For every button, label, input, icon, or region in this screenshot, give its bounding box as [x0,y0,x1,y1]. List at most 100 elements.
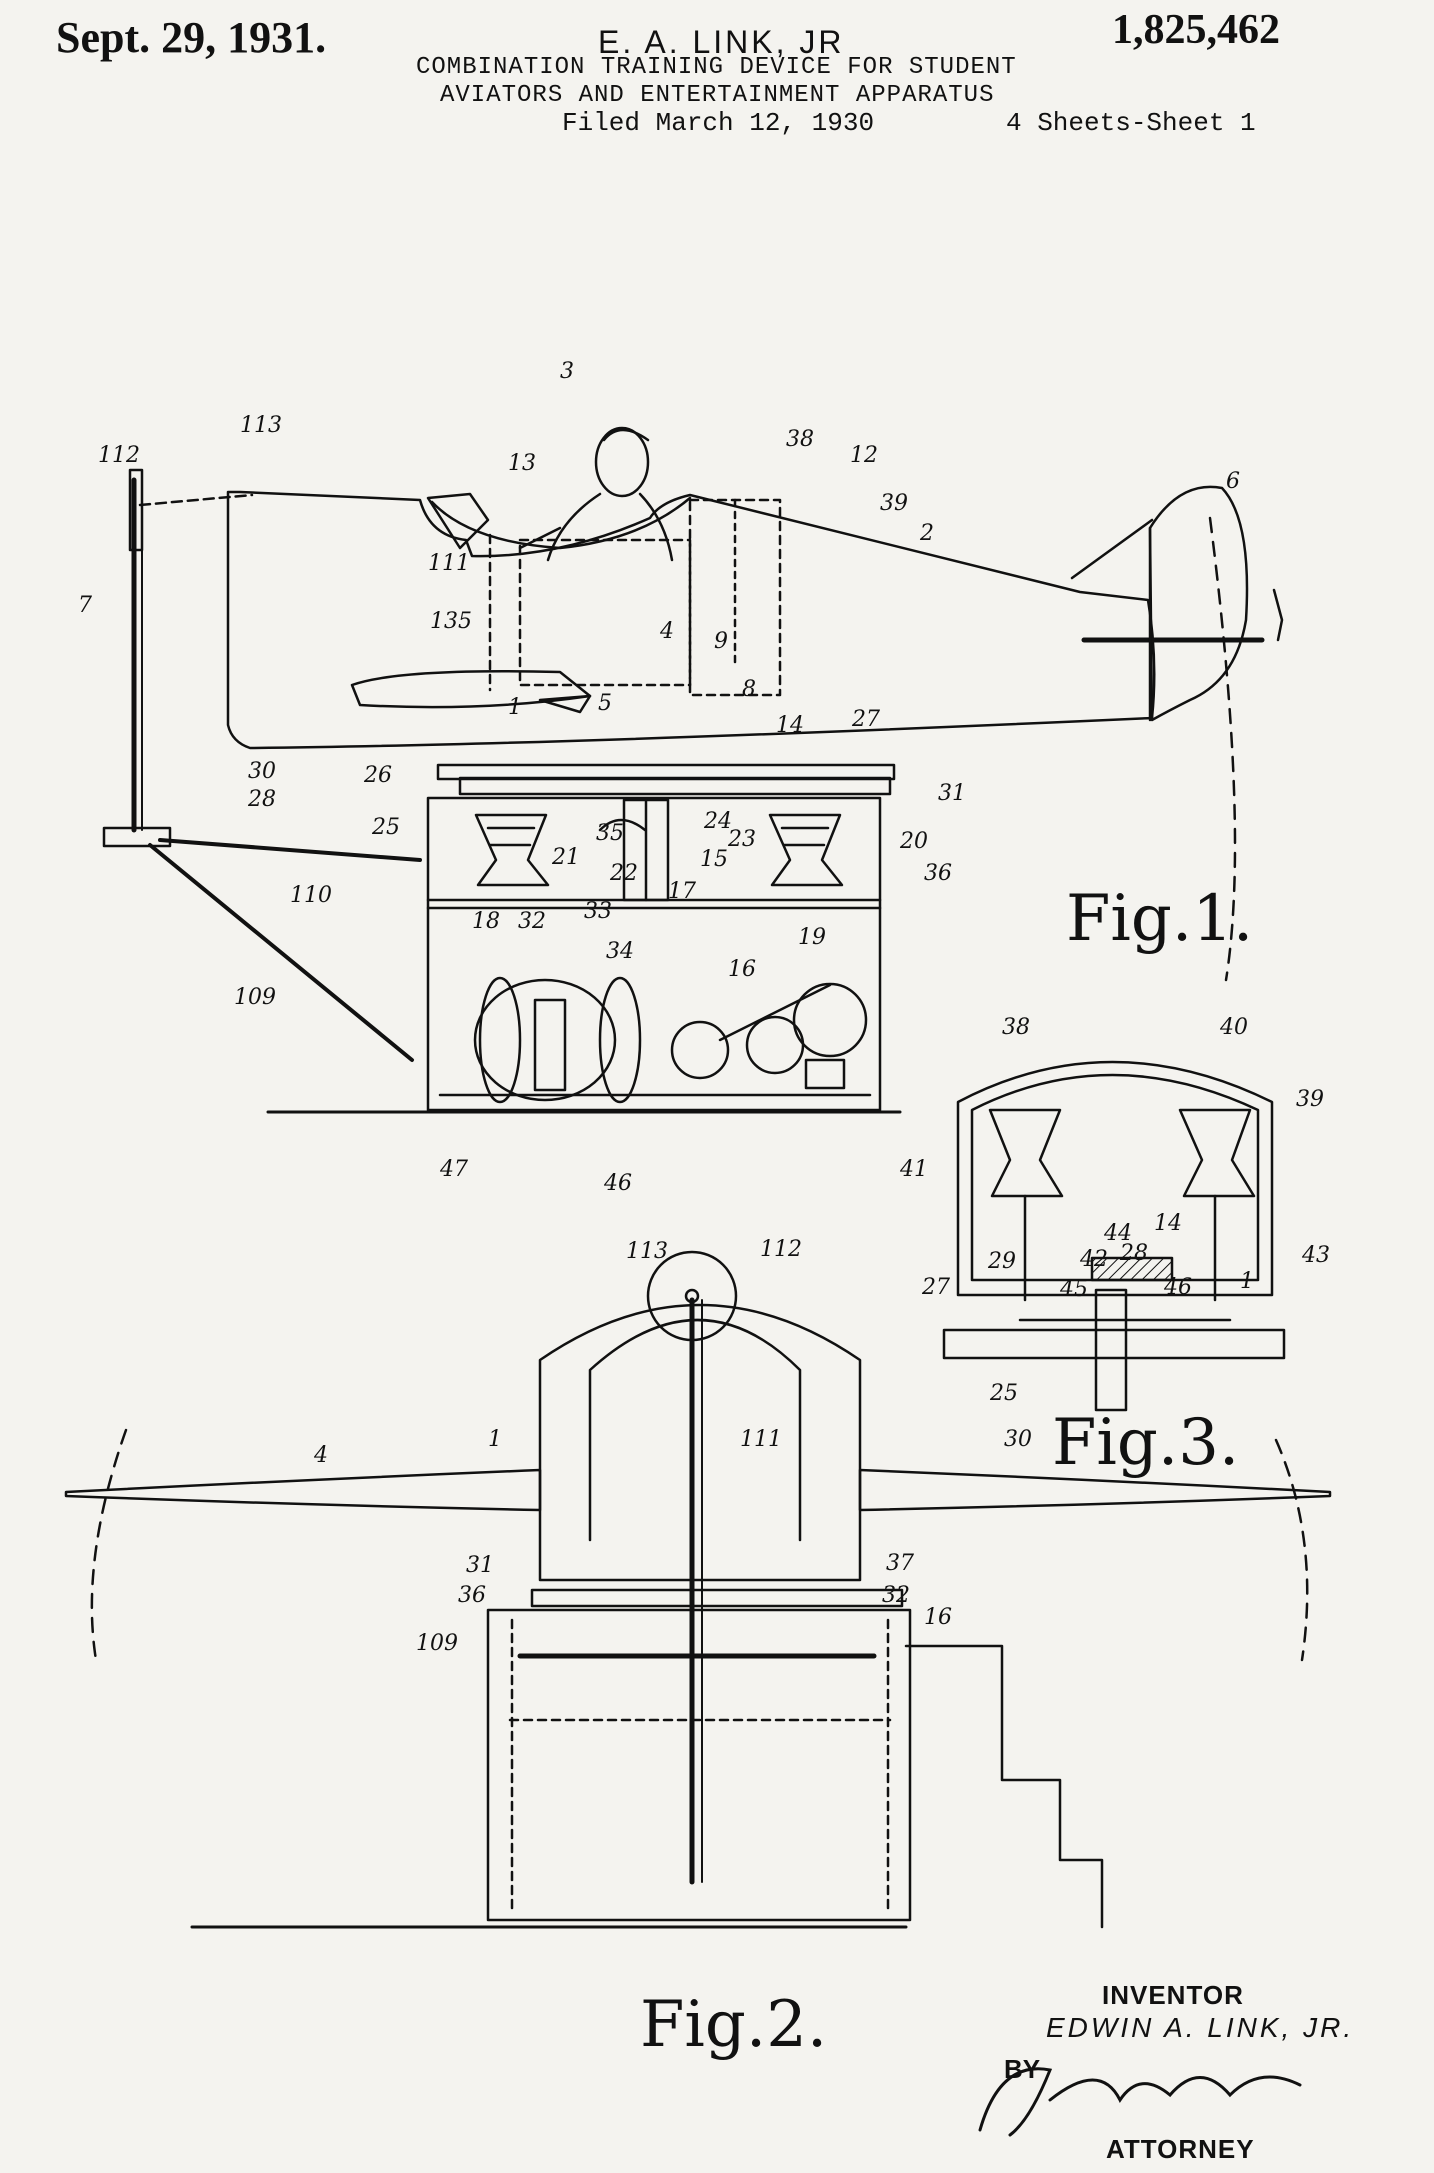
reference-numeral-fig1-32: 32 [518,909,546,934]
wing-left [64,1468,542,1512]
title-line-1: COMBINATION TRAINING DEVICE FOR STUDENT [416,54,1017,81]
fuselage-section [956,1060,1274,1297]
bar-14 [1090,1256,1174,1282]
pole-base [102,826,172,848]
reference-numeral-fig1-2: 2 [919,521,934,546]
reference-numeral-fig3-39: 39 [1296,1087,1324,1112]
reference-numeral-fig3-28: 28 [1119,1241,1148,1266]
reference-numeral-fig1-112: 112 [98,443,140,468]
inventor-name: EDWIN A. LINK, JR. [1046,2012,1355,2043]
reference-numeral-fig1-26: 26 [363,763,392,788]
reference-numeral-fig1-36: 36 [924,861,952,886]
reference-numeral-fig1-17: 17 [668,879,696,904]
pilot-figure [518,426,674,562]
reference-numeral-fig2-1: 1 [488,1427,502,1452]
reference-numeral-fig1-34: 34 [606,939,634,964]
reference-numeral-fig2-111: 111 [740,1427,782,1452]
reference-numeral-fig2-31: 31 [466,1553,494,1578]
reference-numeral-fig3-41: 41 [899,1157,928,1182]
reference-numeral-fig3-38: 38 [1002,1015,1030,1040]
reference-numeral-fig1-27: 27 [851,707,880,732]
strut-109 [148,843,414,1062]
reference-numeral-fig3-14: 14 [1154,1211,1182,1236]
title-line-2: AVIATORS AND ENTERTAINMENT APPARATUS [440,82,995,109]
figure-3-section [942,1060,1286,1412]
reference-numeral-fig1-8: 8 [742,677,756,702]
platform-front [530,1588,904,1608]
reference-numeral-fig2-37: 37 [886,1551,914,1576]
reference-numeral-fig1-19: 19 [798,925,826,950]
base-cabinet [426,796,882,1112]
inventor-label: INVENTOR [1102,1980,1244,2010]
reference-numeral-fig1-31: 31 [938,781,966,806]
reference-numeral-fig1-1: 1 [508,695,522,720]
reference-numeral-fig1-12: 12 [850,443,878,468]
reference-numeral-fig1-6: 6 [1226,469,1240,494]
reference-numeral-fig1-33: 33 [584,899,612,924]
reference-numeral-fig1-18: 18 [472,909,500,934]
reference-numeral-fig1-110: 110 [290,883,332,908]
reference-numeral-fig1-13: 13 [508,451,536,476]
reference-numeral-fig3-46: 46 [1163,1275,1192,1300]
patent-number: 1,825,462 [1112,7,1280,53]
reference-numeral-fig1-25: 25 [371,815,400,840]
reference-numeral-fig1-35: 35 [596,821,624,846]
motor-assembly [438,976,872,1104]
patent-date: Sept. 29, 1931. [56,13,327,62]
reference-numeral-fig1-24: 24 [703,809,732,834]
wing-right [858,1468,1332,1512]
reference-numeral-fig1-14: 14 [776,713,804,738]
bellows-40 [1178,1108,1256,1198]
motion-arc-fig1 [1208,516,1237,982]
rudder [1148,485,1249,722]
bellows-left [474,813,550,887]
reference-numeral-fig2-16: 16 [924,1605,952,1630]
reference-numeral-fig1-15: 15 [700,847,728,872]
reference-numeral-fig1-21: 21 [551,845,580,870]
reference-numeral-fig1-20: 20 [899,829,928,854]
reference-numeral-fig1-113: 113 [240,413,282,438]
reference-numeral-fig2-113: 113 [626,1239,668,1264]
motion-arc-right [1274,1438,1309,1662]
shaft-27 [1094,1288,1128,1412]
reference-numeral-fig2-36: 36 [458,1583,486,1608]
reference-numeral-fig1-30: 30 [248,759,276,784]
reference-numeral-fig1-4: 4 [659,619,674,644]
reference-numeral-fig1-28: 28 [247,787,276,812]
reference-numeral-fig1-5: 5 [598,691,612,716]
attorney-label: ATTORNEY [1106,2134,1255,2164]
base-25 [942,1328,1286,1360]
sheet-count: 4 Sheets-Sheet 1 [1006,108,1256,138]
reference-numeral-fig1-111: 111 [428,551,470,576]
reference-numeral-fig3-44: 44 [1103,1221,1132,1246]
bellows-right [768,813,844,887]
reference-numeral-fig2-32: 32 [882,1583,910,1608]
reference-numeral-fig1-16: 16 [728,957,756,982]
cockpit-rim [430,496,692,550]
reference-numeral-fig3-29: 29 [987,1249,1016,1274]
reference-numeral-fig1-38: 38 [786,427,814,452]
reference-numeral-fig1-9: 9 [714,629,728,654]
wing-side [350,669,592,709]
arm-110 [158,838,422,862]
reference-numeral-fig3-42: 42 [1079,1247,1108,1272]
reference-numeral-fig1-39: 39 [880,491,908,516]
reference-numeral-fig1-7: 7 [78,593,92,618]
cabinet-front [486,1608,912,1922]
reference-numeral-fig3-27: 27 [921,1275,950,1300]
reference-numeral-fig1-46: 46 [603,1171,632,1196]
fig-2-label: Fig.2. [640,1988,827,2062]
fuselage-front [538,1303,862,1582]
rocking-platform [458,776,892,796]
steps [904,1644,1104,1929]
reference-numeral-fig3-45: 45 [1059,1277,1088,1302]
reference-numeral-fig1-47: 47 [439,1157,468,1182]
reference-numeral-fig2-109: 109 [416,1631,458,1656]
figure-1-side-view [102,426,1284,1114]
figure-2-front-view [64,1250,1332,1929]
windshield [426,492,490,550]
reference-numeral-fig1-23: 23 [727,827,756,852]
reference-numeral-fig3-43: 43 [1301,1243,1330,1268]
reference-numeral-fig3-1: 1 [1240,1269,1254,1294]
